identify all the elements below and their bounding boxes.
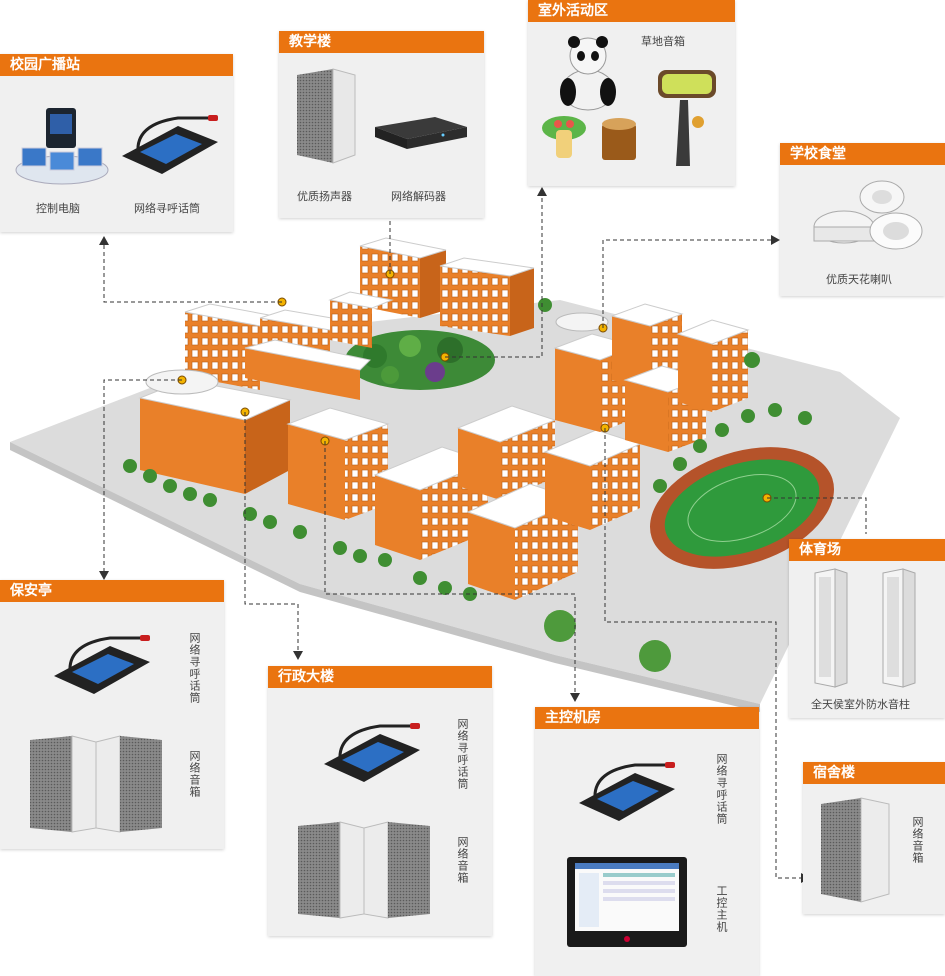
location-markers: [177, 269, 772, 503]
building-right: [553, 303, 750, 452]
item-label: 网络音箱: [911, 816, 924, 864]
panel-title: 主控机房: [535, 707, 759, 729]
panel-teaching-building: 教学楼 优质扬声器 网络解码器: [279, 31, 484, 218]
panel-dormitory: 宿舍楼 网络音箱: [803, 762, 945, 914]
item-label: 网络寻呼话筒: [715, 753, 728, 825]
item-label: 优质扬声器: [297, 190, 352, 203]
lawn-speaker-icon: [542, 36, 716, 166]
item-label: 草地音箱: [641, 35, 685, 48]
column-speaker-icon: [814, 568, 916, 688]
panel-title: 室外活动区: [528, 0, 735, 22]
panel-title: 校园广播站: [0, 54, 233, 76]
connector-arrowheads: [99, 187, 810, 883]
item-label: 网络音箱: [188, 750, 201, 798]
panel-title: 学校食堂: [780, 143, 945, 165]
ceiling-speaker-icon: [813, 180, 923, 250]
panel-title: 体育场: [789, 539, 945, 561]
item-label: 控制电脑: [36, 202, 80, 215]
panel-title: 保安亭: [0, 580, 224, 602]
wall-speaker-icon: [30, 735, 162, 833]
item-label: 网络寻呼话筒: [134, 202, 200, 215]
trees: [123, 298, 812, 672]
wall-speaker-icon: [821, 797, 890, 903]
paging-microphone-icon: [54, 635, 150, 694]
building-middle: [286, 405, 642, 600]
wall-speaker-icon: [297, 68, 356, 164]
item-label: 工控主机: [715, 885, 728, 933]
item-label: 网络解码器: [391, 190, 446, 203]
panel-broadcast-station: 校园广播站 控制电脑 网络寻呼话筒: [0, 54, 233, 232]
item-label: 全天侯室外防水音柱: [811, 698, 910, 711]
panel-stadium: 体育场 全天侯室外防水音柱: [789, 539, 945, 718]
panel-title: 行政大楼: [268, 666, 492, 688]
control-computer-icon: [15, 108, 109, 185]
stadium-field: [650, 447, 834, 569]
item-label: 网络音箱: [456, 836, 469, 884]
paging-microphone-icon: [579, 762, 675, 821]
building-left-complex: [138, 291, 394, 494]
panel-security-booth: 保安亭 网络寻呼话筒 网络音箱: [0, 580, 224, 849]
network-decoder-icon: [375, 117, 467, 149]
paging-microphone-icon: [324, 723, 420, 782]
panel-school-canteen: 学校食堂 优质天花喇叭: [780, 143, 945, 296]
item-label: 网络寻呼话筒: [456, 718, 469, 790]
item-label: 优质天花喇叭: [826, 273, 892, 286]
industrial-pc-icon: [567, 857, 687, 947]
panel-outdoor-area: 室外活动区 草地音箱: [528, 0, 735, 186]
panel-admin-building: 行政大楼 网络寻呼话筒 网络音箱: [268, 666, 492, 936]
paging-microphone-icon: [122, 115, 218, 174]
wall-speaker-icon: [298, 821, 430, 919]
panel-main-control-room: 主控机房 网络寻呼话筒 工控主机: [535, 707, 759, 976]
item-label: 网络寻呼话筒: [188, 632, 201, 704]
panel-title: 宿舍楼: [803, 762, 945, 784]
panel-title: 教学楼: [279, 31, 484, 53]
connector-lines: [103, 195, 867, 879]
